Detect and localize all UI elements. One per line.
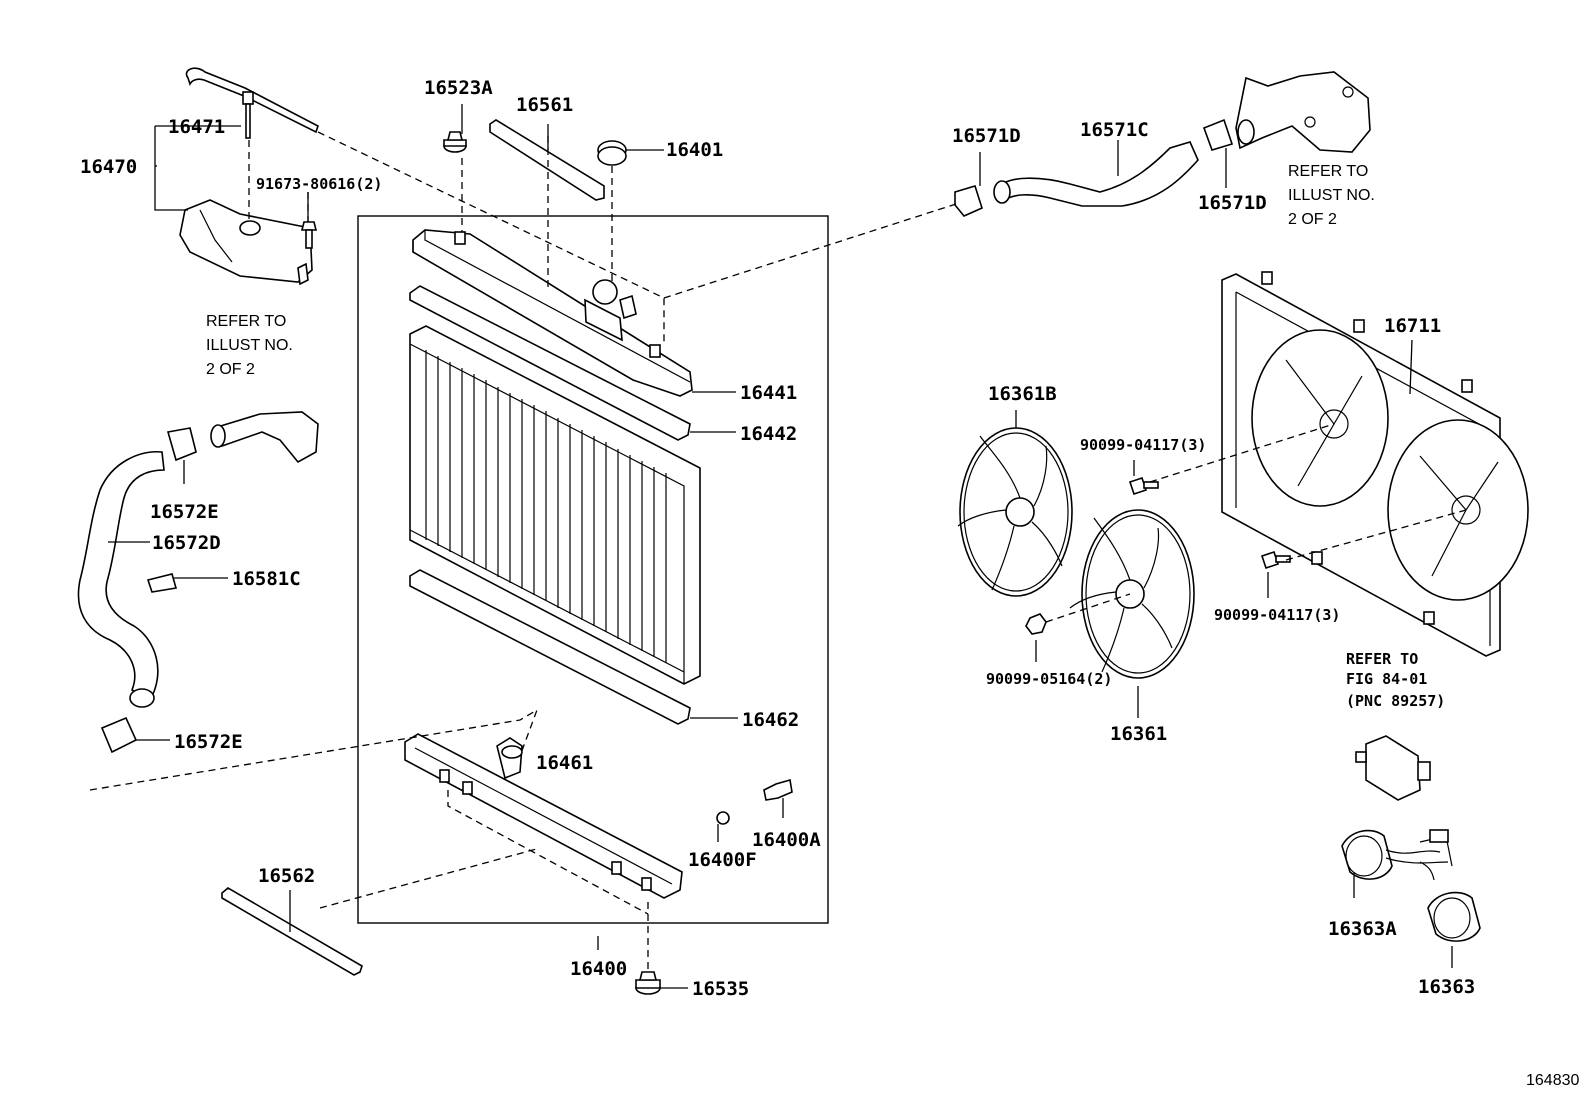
clamp-16572E-a[interactable] bbox=[166, 427, 197, 462]
motor-16363[interactable] bbox=[1419, 861, 1481, 942]
label-16400F: 16400F bbox=[688, 849, 757, 871]
label-91673-80616: 91673-80616(2) bbox=[256, 175, 382, 193]
label-16400A: 16400A bbox=[752, 829, 821, 851]
fan-shroud-16711[interactable] bbox=[1221, 271, 1529, 657]
clamp-16571D-b[interactable] bbox=[1202, 118, 1234, 151]
water-outlet-housing bbox=[1235, 71, 1371, 153]
radiator-core bbox=[409, 325, 701, 685]
drain-cock-16400A[interactable] bbox=[763, 778, 793, 801]
bolt-90099-04117-b[interactable] bbox=[1260, 550, 1291, 570]
reservoir-tank-16470[interactable] bbox=[179, 199, 313, 286]
fan-controller bbox=[1355, 735, 1431, 801]
label-16401: 16401 bbox=[666, 139, 723, 161]
label-16462: 16462 bbox=[742, 709, 799, 731]
label-16572E-b: 16572E bbox=[174, 731, 243, 753]
water-inlet-pipe bbox=[210, 411, 319, 464]
fan-16361[interactable] bbox=[1069, 509, 1195, 679]
refer-right-line1: REFER TO bbox=[1288, 163, 1368, 180]
label-16535: 16535 bbox=[692, 978, 749, 1000]
label-90099-05164: 90099-05164(2) bbox=[986, 670, 1112, 688]
label-16442: 16442 bbox=[740, 423, 797, 445]
gasket-16462[interactable] bbox=[409, 569, 691, 725]
seal-16561[interactable] bbox=[489, 119, 605, 201]
label-16571D-b: 16571D bbox=[1198, 192, 1267, 214]
motor-16363A[interactable] bbox=[1341, 829, 1453, 880]
refer-fig-line2: FIG 84-01 bbox=[1346, 670, 1427, 688]
label-16361: 16361 bbox=[1110, 723, 1167, 745]
refer-left-line1: REFER TO bbox=[206, 313, 286, 330]
clamp-16571D-a[interactable] bbox=[954, 185, 983, 217]
label-16461: 16461 bbox=[536, 752, 593, 774]
refer-right-line2: ILLUST NO. bbox=[1288, 187, 1375, 204]
bolt-90099-04117-a[interactable] bbox=[1128, 476, 1159, 496]
screw-91673[interactable] bbox=[300, 221, 318, 249]
label-16471: 16471 bbox=[168, 116, 225, 138]
label-90099-04117-a: 90099-04117(3) bbox=[1080, 436, 1206, 454]
label-16572D: 16572D bbox=[152, 532, 221, 554]
refer-fig-line3: (PNC 89257) bbox=[1346, 692, 1445, 710]
alignment-lines bbox=[89, 131, 1467, 972]
clamp-16572E-b[interactable] bbox=[100, 716, 138, 754]
fan-16361B[interactable] bbox=[957, 427, 1073, 597]
lower-tank-16461[interactable] bbox=[404, 733, 683, 899]
seal-16562[interactable] bbox=[221, 887, 363, 976]
gasket-16442[interactable] bbox=[409, 285, 691, 441]
leader-lines bbox=[108, 104, 1453, 989]
radiator-cap-16401[interactable] bbox=[597, 140, 627, 166]
label-16562: 16562 bbox=[258, 865, 315, 887]
label-16363: 16363 bbox=[1418, 976, 1475, 998]
cap-16523A[interactable] bbox=[443, 131, 467, 153]
radiator-assembly-box bbox=[357, 215, 829, 924]
upper-hose-16571C[interactable] bbox=[993, 141, 1199, 207]
label-16571D-a: 16571D bbox=[952, 125, 1021, 147]
oring-16400F[interactable] bbox=[716, 811, 730, 825]
nut-90099-05164[interactable] bbox=[1025, 613, 1047, 635]
label-16363A: 16363A bbox=[1328, 918, 1397, 940]
label-16571C: 16571C bbox=[1080, 119, 1149, 141]
label-90099-04117-b: 90099-04117(3) bbox=[1214, 606, 1340, 624]
upper-tank-16441[interactable] bbox=[412, 229, 693, 397]
refer-left-line2: ILLUST NO. bbox=[206, 337, 293, 354]
label-16400: 16400 bbox=[570, 958, 627, 980]
label-16361B: 16361B bbox=[988, 383, 1057, 405]
label-16470: 16470 bbox=[80, 156, 137, 178]
clamp-16581C[interactable] bbox=[146, 573, 178, 593]
label-16561: 16561 bbox=[516, 94, 573, 116]
refer-right-line3: 2 OF 2 bbox=[1288, 211, 1337, 228]
label-16581C: 16581C bbox=[232, 568, 301, 590]
label-16572E-a: 16572E bbox=[150, 501, 219, 523]
label-16523A: 16523A bbox=[424, 77, 493, 99]
refer-left-line3: 2 OF 2 bbox=[206, 361, 255, 378]
cushion-16535[interactable] bbox=[635, 971, 661, 995]
refer-fig-line1: REFER TO bbox=[1346, 650, 1418, 668]
lower-hose-16572D[interactable] bbox=[77, 451, 165, 708]
figure-id: 164830 bbox=[1526, 1072, 1579, 1089]
overflow-hose-16471[interactable] bbox=[185, 67, 319, 139]
label-16441: 16441 bbox=[740, 382, 797, 404]
label-16711: 16711 bbox=[1384, 315, 1441, 337]
